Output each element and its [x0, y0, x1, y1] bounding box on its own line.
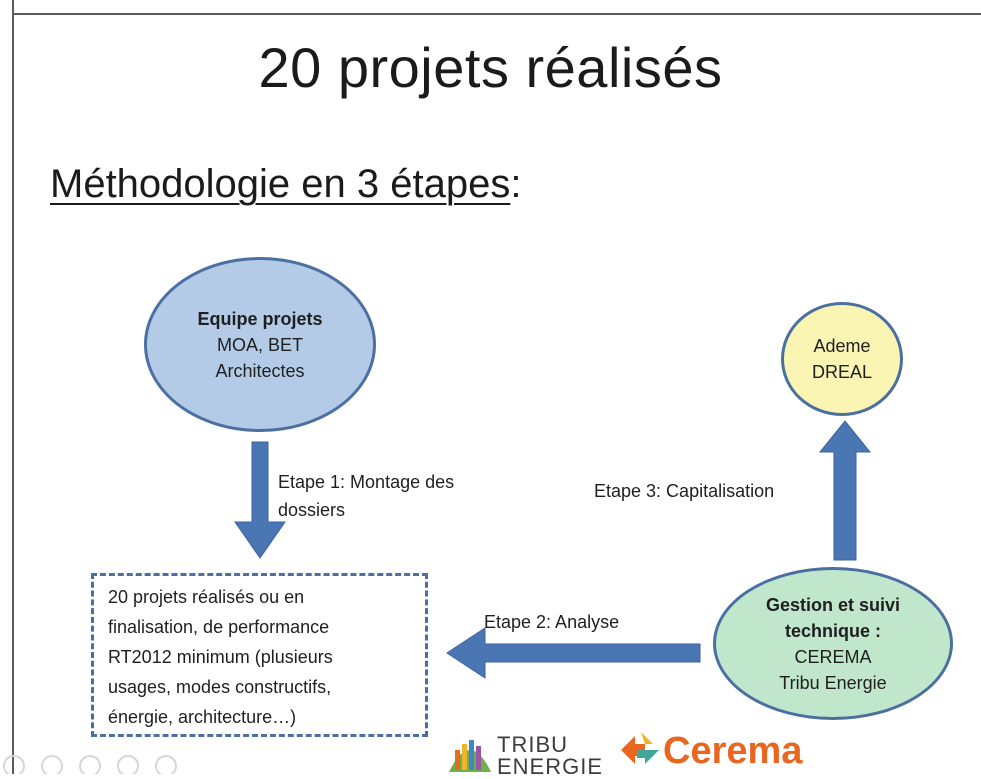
arrow-etape2	[446, 627, 701, 679]
gestion-line2: technique :	[784, 620, 881, 641]
logos-bar: TRIBU ENERGIE Cerema	[445, 726, 825, 778]
label-etape3: Etape 3: Capitalisation	[594, 481, 775, 501]
label-etape2: Etape 2: Analyse	[484, 612, 620, 632]
gestion-line4: Tribu Energie	[779, 672, 887, 693]
toolbar-pen-icon	[41, 755, 63, 774]
etape1-line2: dossiers	[278, 500, 346, 520]
cerema-logo-icon	[621, 732, 659, 764]
slide-title: 20 projets réalisés	[258, 36, 723, 99]
tribu-logo-icon	[449, 740, 491, 772]
subtitle-colon: :	[510, 162, 522, 206]
toolbar-slides-icon	[79, 755, 101, 774]
toolbar-more-icon	[155, 755, 177, 774]
projets-line: finalisation, de performance	[108, 617, 330, 637]
projets-line: 20 projets réalisés ou en	[108, 587, 305, 607]
gestion-line3: CEREMA	[794, 646, 872, 667]
subtitle-text: Méthodologie en 3 étapes	[50, 162, 511, 206]
node-projets-box: 20 projets réalisés ou en finalisation, …	[91, 573, 428, 737]
toolbar-prev-icon	[3, 755, 25, 774]
slide-frame-left	[12, 0, 14, 774]
toolbar-zoom-icon	[117, 755, 139, 774]
projets-line: usages, modes constructifs,	[108, 677, 332, 697]
slide-subtitle: Méthodologie en 3 étapes:	[50, 162, 521, 207]
projets-line: RT2012 minimum (plusieurs	[108, 647, 333, 667]
etape1-line1: Etape 1: Montage des	[278, 472, 455, 492]
slide-frame-top	[12, 13, 981, 15]
ademe-line2: DREAL	[811, 362, 873, 382]
node-gestion-suivi: Gestion et suivi technique : CEREMA Trib…	[713, 567, 953, 720]
cerema-logo-text: Cerema	[663, 730, 803, 772]
tribu-logo-line2: ENERGIE	[497, 754, 604, 779]
projets-line: énergie, architecture…)	[108, 707, 297, 727]
equipe-line2: MOA, BET	[216, 334, 303, 355]
arrow-etape3	[818, 420, 872, 561]
node-equipe-projets: Equipe projets MOA, BET Architectes	[144, 257, 376, 432]
gestion-line1: Gestion et suivi	[765, 594, 901, 615]
equipe-line3: Architectes	[215, 360, 305, 381]
node-ademe-dreal: Ademe DREAL	[781, 302, 903, 416]
label-etape1: Etape 1: Montage des dossiers	[278, 468, 454, 524]
ademe-line1: Ademe	[813, 336, 871, 356]
equipe-line1: Equipe projets	[197, 308, 323, 329]
tribu-logo-line1: TRIBU	[497, 732, 568, 757]
arrow-etape1	[234, 441, 286, 559]
slideshow-toolbar	[3, 755, 177, 774]
